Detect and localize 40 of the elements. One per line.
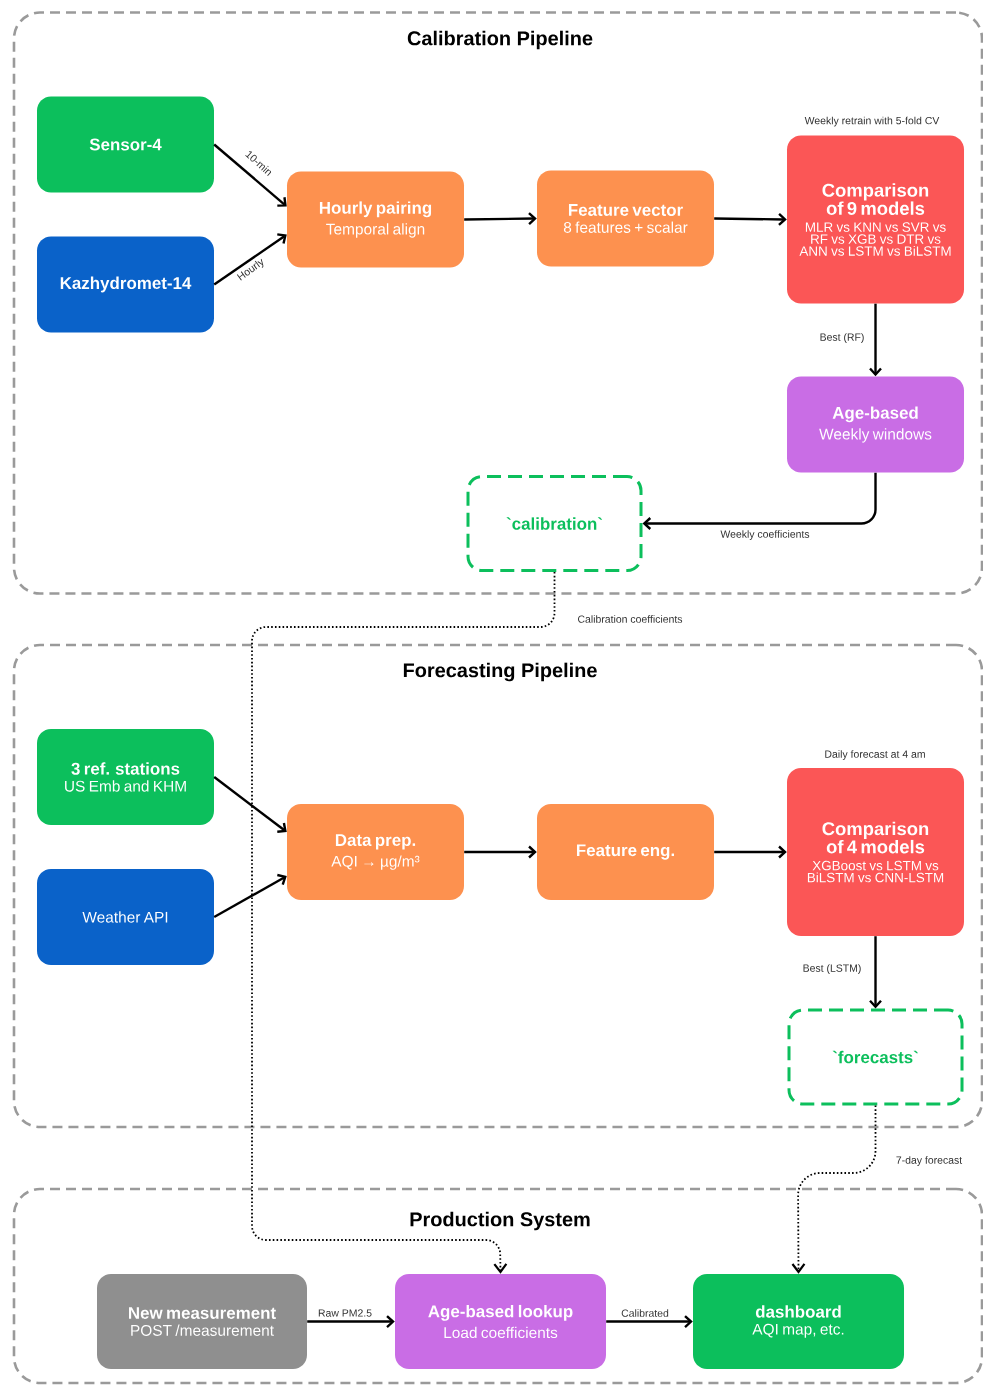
edge-label: 7-day forecast xyxy=(894,1155,964,1167)
arrow xyxy=(307,1315,395,1328)
process-box: Comparison of 4 models XGBoost vs LSTM vs BiLSTM vs CNN-LSTM xyxy=(787,768,964,936)
arrow xyxy=(464,212,537,225)
edge-label: Best (LSTM) xyxy=(801,963,863,975)
arrow xyxy=(606,1315,693,1328)
edge-label: Calibration coefficients xyxy=(576,614,684,624)
arrow xyxy=(869,303,882,377)
process-box: 3 ref. stations US Emb and KHM xyxy=(37,729,214,825)
arrow xyxy=(213,873,287,919)
process-box: Sensor-4 xyxy=(37,96,214,193)
process-box: Weather API xyxy=(37,869,214,965)
process-box: Age-based Weekly windows xyxy=(787,376,964,473)
arrow xyxy=(213,143,287,207)
edge-label: Weekly coefficients xyxy=(719,529,811,541)
arrow xyxy=(251,571,556,1274)
arrow xyxy=(714,213,787,226)
process-box: Age-based lookup Load coefficients xyxy=(395,1274,606,1369)
edge-label: Raw PM2.5 xyxy=(316,1308,374,1318)
process-box: Kazhydromet-14 xyxy=(37,236,214,333)
edge-label: Best (RF) xyxy=(818,332,866,344)
arrow xyxy=(464,845,537,859)
arrow xyxy=(642,472,877,530)
edge-label: Calibrated xyxy=(620,1308,670,1318)
process-box: Data prep. AQI → µg/m³ xyxy=(287,804,464,900)
arrow xyxy=(791,1104,877,1274)
process-box: Hourly pairing Temporal align xyxy=(287,171,464,268)
arrow xyxy=(213,233,287,286)
process-box: Comparison of 9 models MLR vs KNN vs SVR vs RF vs XGB vs DTR vs ANN vs LSTM vs BiLSTM xyxy=(787,135,964,304)
database-box: `calibration` xyxy=(466,475,643,572)
arrow xyxy=(714,845,787,859)
database-box: `forecasts` xyxy=(787,1008,964,1106)
process-box: Feature vector 8 features + scalar xyxy=(537,170,714,267)
process-box: New measurement POST /measurement xyxy=(97,1274,307,1369)
node-caption: Weekly retrain with 5-fold CV xyxy=(804,116,940,127)
node-caption: Daily forecast at 4 am xyxy=(825,750,925,760)
process-box: Feature eng. xyxy=(537,804,714,900)
arrow xyxy=(213,776,287,833)
arrow xyxy=(869,936,882,1009)
process-box: dashboard AQI map, etc. xyxy=(693,1274,904,1369)
